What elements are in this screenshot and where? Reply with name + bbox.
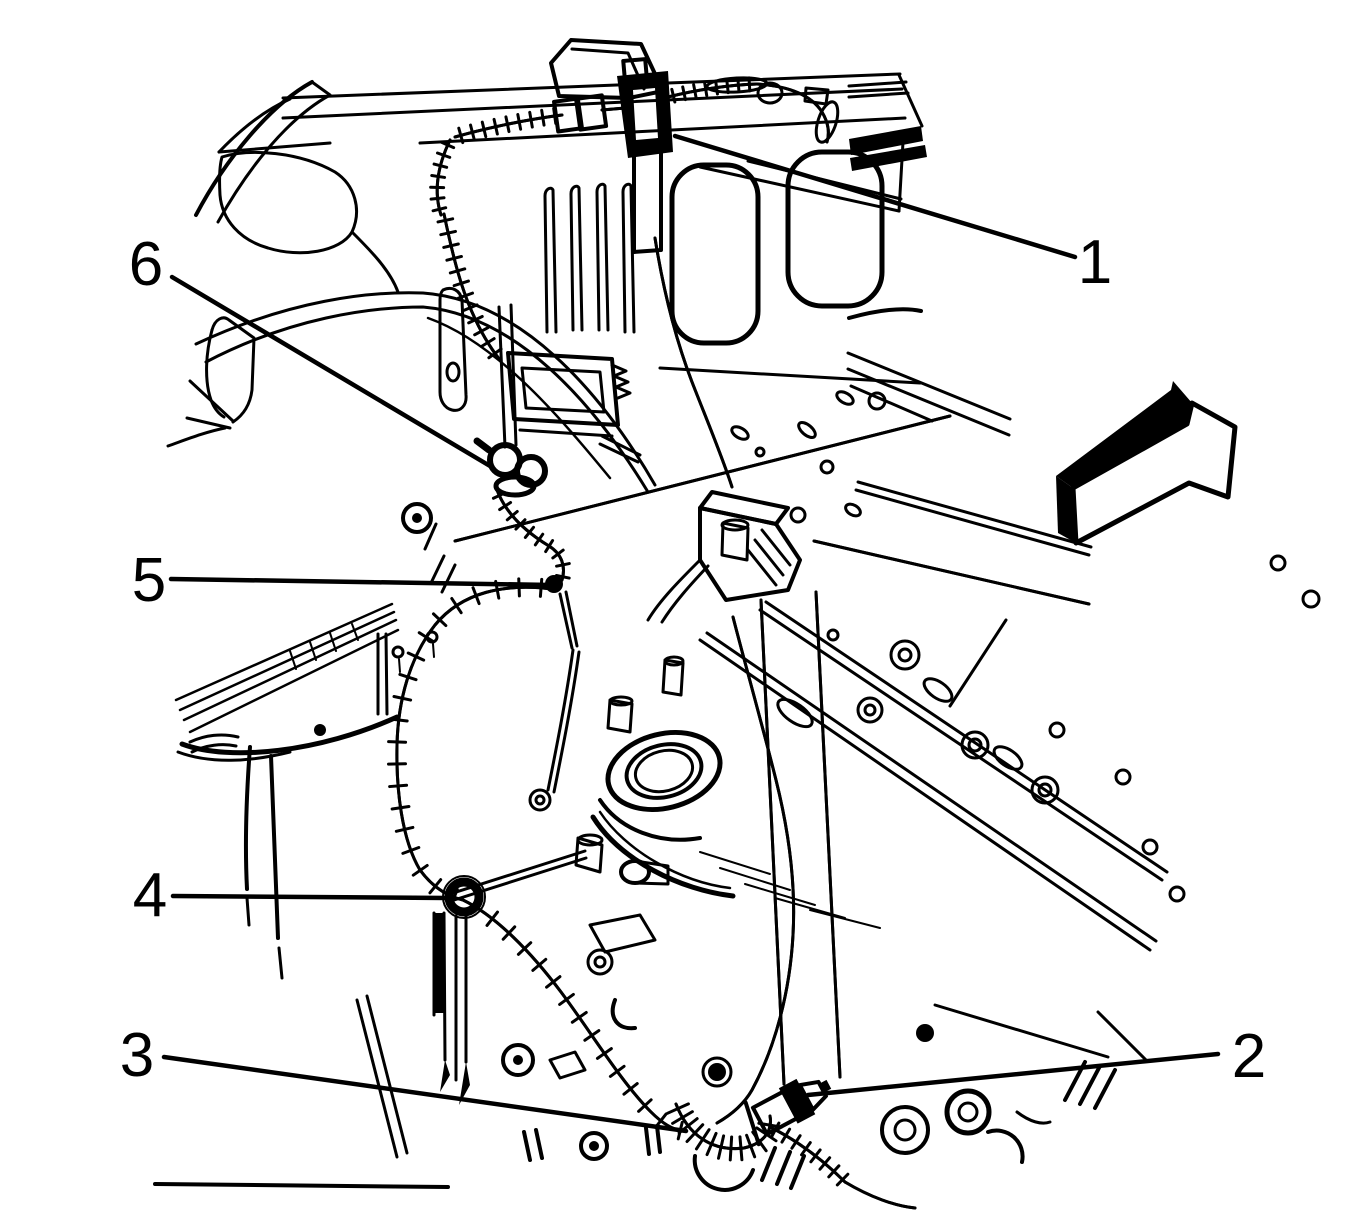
callout-leader-4 <box>170 893 450 901</box>
water-pump-port <box>598 730 723 842</box>
tube-segment <box>429 138 456 217</box>
knock-sensor <box>743 1078 832 1147</box>
coolant-hose-run <box>429 76 840 217</box>
callout-label-1: 1 <box>1077 228 1113 297</box>
callout-leader-6 <box>169 274 493 469</box>
callout-leader-2 <box>805 1051 1221 1098</box>
accessory-pulleys <box>880 1060 1117 1164</box>
callout-leader-3 <box>161 1054 689 1134</box>
harness-connector <box>473 437 548 498</box>
engine-mount-bracket <box>646 490 807 624</box>
tube-segment <box>453 414 952 543</box>
callout-label-6: 6 <box>128 230 164 299</box>
left-fender-structure <box>153 80 657 1189</box>
callout-layer <box>161 133 1221 1134</box>
tube-segment <box>768 1121 850 1187</box>
tube-segment <box>600 106 627 112</box>
tube-segment <box>436 212 503 362</box>
callout-label-4: 4 <box>132 861 168 930</box>
callout-leader-1 <box>672 133 1078 260</box>
tube-segment <box>491 488 571 582</box>
tube-segment <box>843 1180 917 1210</box>
relay-module <box>506 351 642 464</box>
callout-leader-5 <box>168 576 555 588</box>
harness-grommet <box>528 575 581 812</box>
tube-segment <box>666 76 759 104</box>
tube-segment <box>759 598 786 1086</box>
callout-label-3: 3 <box>119 1021 155 1090</box>
tube-segment <box>812 539 1091 606</box>
tube-segment <box>653 236 734 489</box>
engine-assembly <box>432 236 1321 1192</box>
tube-segment <box>814 590 842 1079</box>
tube-segment <box>715 615 796 1125</box>
tube-segment <box>453 107 564 145</box>
callout-label-2: 2 <box>1231 1022 1267 1091</box>
callout-label-5: 5 <box>131 546 167 615</box>
hose-clamp <box>617 57 673 254</box>
wiring-harness-conduit <box>387 212 917 1210</box>
front-direction-arrow <box>1056 381 1238 546</box>
